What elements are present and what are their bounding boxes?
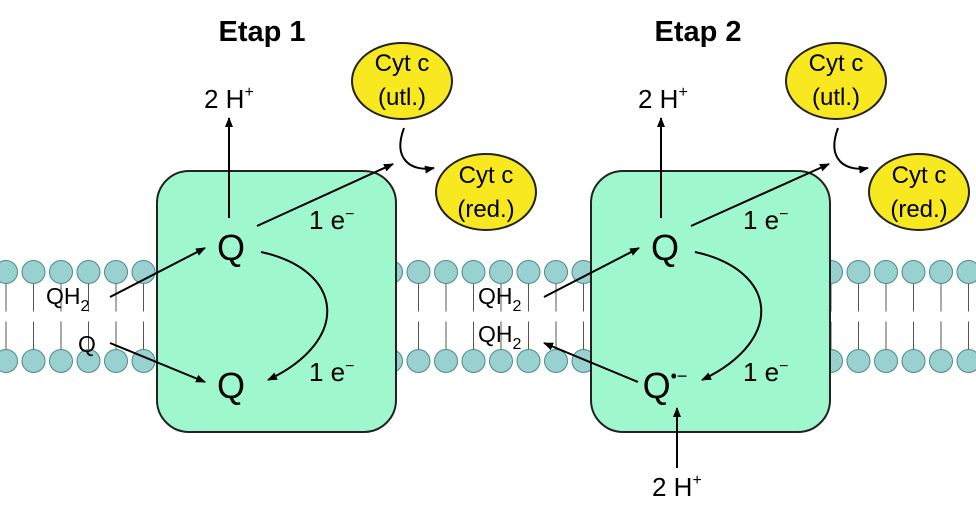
lipid-head [489,349,513,373]
stage-2-cytc-oxidized-line1: Cyt c [809,50,864,77]
lipid-head [956,349,976,373]
lipid-head [434,349,458,373]
lipid-head [929,260,953,284]
stage-1-title: Etap 1 [218,16,305,48]
stage-1-electron-to-cytc-arrow-icon [256,163,394,227]
cytochrome-bc1-complex-stage-2 [590,170,831,433]
stage-2-proton-input-label: 2 H+ [652,472,702,502]
stage-2-semiquinone-site: Q•− [643,365,688,406]
lipid-head [874,349,898,373]
lipid-head [76,349,101,373]
lipid-head [0,349,18,373]
lipid-head [104,260,128,284]
lipid-head [929,349,953,373]
stage-2-cytc-reduced-line2: (red.) [890,196,947,223]
cytochrome-bc1-complex-stage-1 [156,170,397,433]
stage-2-qh2-output-label: QH2 [478,321,522,353]
lipid-head [846,349,871,373]
stage-1-electron-bottom-label: 1 e− [309,357,355,387]
lipid-head [846,260,871,284]
stage-1-cytc-oxidized-line1: Cyt c [375,50,430,77]
lipid-head [461,260,486,284]
stage-1-cytc-reduced-line2: (red.) [457,196,514,223]
lipid-head [104,349,128,373]
stage-1-electron-top-label: 1 e− [309,205,355,235]
stage-2-cytc-reduced [868,153,970,231]
stage-2-electron-bottom-label: 1 e− [743,357,789,387]
stage-1-cytc-reduced [435,153,537,231]
stage-2-proton-output-label: 2 H+ [638,84,688,114]
lipid-head [0,260,18,284]
stage-2-qh2-input-label: QH2 [478,283,522,315]
lipid-head [49,349,73,373]
stage-2-cytc-oxidized [785,42,887,120]
stage-1-cytc-reduction-curved-arrow-icon [399,127,435,174]
stage-2-qh2-release-arrow-icon [543,342,639,383]
lipid-head [516,260,541,284]
lipid-head [21,260,46,284]
stage-2-qh2-binding-arrow-icon [543,247,640,298]
stage-1-qh2-binding-arrow-icon [109,247,206,298]
stage-2-electron-recycle-curved-arrow-icon [694,251,763,381]
stage-1-q-site-bottom: Q [217,365,245,406]
lipid-head [406,349,431,373]
lipid-head [901,349,926,373]
lipid-head [956,260,976,284]
lipid-head [874,260,898,284]
stage-1-q-site-top: Q [217,227,245,268]
lipid-head [461,349,486,373]
stage-1-cytc-reduced-line1: Cyt c [459,162,514,189]
stage-2-q-site-top: Q [651,227,679,268]
lipid-head [544,260,568,284]
stage-1-proton-output-label: 2 H+ [204,84,254,114]
lipid-head [544,349,568,373]
stage-1-cytc-oxidized-line2: (utl.) [378,84,426,111]
stage-2-cytc-oxidized-line2: (utl.) [812,84,860,111]
lipid-head [489,260,513,284]
lipid-head [49,260,73,284]
stage-1-cytc-oxidized [351,42,453,120]
lipid-head [516,349,541,373]
lipid-head [406,260,431,284]
stage-1-electron-recycle-curved-arrow-icon [260,251,329,381]
stage-1-q-input-label: Q [78,331,96,357]
stage-1-q-binding-arrow-icon [109,342,206,383]
stage-2-cytc-reduction-curved-arrow-icon [833,127,869,174]
lipid-head [901,260,926,284]
stage-2-title: Etap 2 [654,16,741,48]
stage-2-electron-top-label: 1 e− [743,205,789,235]
stage-2-electron-to-cytc-arrow-icon [690,163,830,227]
stage-1-qh2-input-label: QH2 [46,283,90,315]
lipid-head [76,260,101,284]
lipid-head [21,349,46,373]
lipid-head [434,260,458,284]
stage-2-cytc-reduced-line1: Cyt c [892,162,947,189]
